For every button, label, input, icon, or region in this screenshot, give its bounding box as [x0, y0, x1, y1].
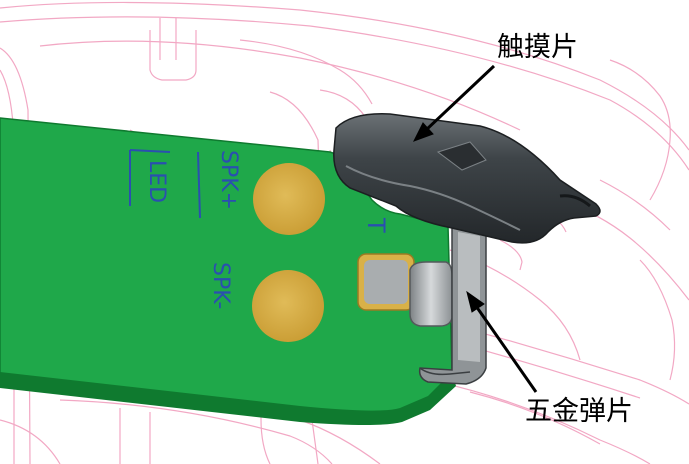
spk-minus-pad: [252, 270, 324, 342]
spk-minus-label: SPK-: [208, 262, 233, 309]
touch-pad-arrow: [424, 64, 496, 132]
spring-arrow: [474, 305, 538, 393]
spring-contact: [357, 225, 487, 385]
touch-pad: [333, 113, 601, 244]
spk-plus-pad: [253, 163, 325, 235]
silkscreen: LED SPK+ SPK- T: [144, 150, 390, 309]
solder-pads: [252, 163, 325, 342]
led-label: LED: [144, 160, 169, 203]
spring-arrowhead: [466, 290, 485, 313]
touch-pad-label: 触摸片: [497, 32, 578, 63]
pcb-board: [0, 117, 456, 425]
test-point-label: T: [362, 217, 390, 233]
spk-plus-label: SPK+: [216, 150, 241, 210]
touch-pad-arrowhead: [412, 122, 434, 142]
spring-contact-label: 五金弹片: [525, 396, 633, 427]
leader-arrows: [412, 64, 538, 393]
led-outline: [129, 149, 201, 219]
